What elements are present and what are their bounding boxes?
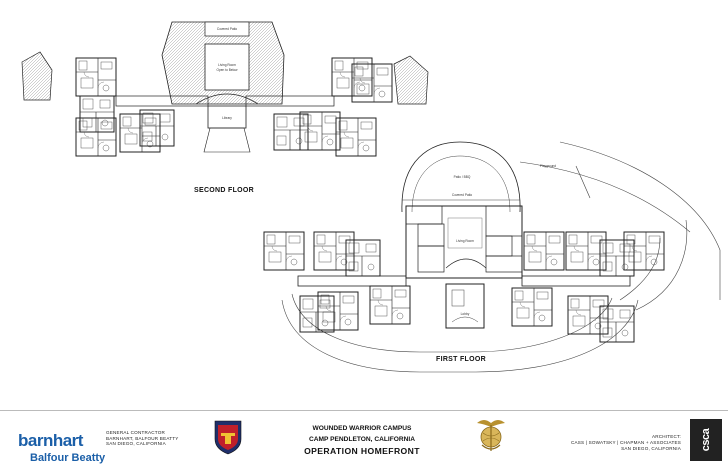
first-floor-plan [263,141,721,373]
first-floor-label: FIRST FLOOR [436,356,486,363]
svg-text:Open to Below: Open to Below [217,68,239,72]
second-floor-label: SECOND FLOOR [194,187,254,194]
project-program: OPERATION HOMEFRONT [304,446,420,456]
playground-label: Playground [540,164,556,168]
lobby-label: Lobby [461,312,470,316]
csca-logo: csca [690,419,722,461]
patio-bbq-label: Patio / BBQ [454,175,471,179]
living-room-open-label: Living Room [218,63,236,67]
covered-patio-label: Covered Patio [452,193,472,197]
usmc-eagle-globe-anchor-icon [477,420,505,451]
living-room-label: Living Room [456,239,474,243]
floor-plan-drawing: Covered Patio Living Room Open to Below … [21,21,721,373]
operation-homefront-emblem-icon [214,420,242,455]
barnhart-logo: barnhart [18,431,83,450]
second-floor-plan [21,21,429,157]
title-block: barnhart Balfour Beatty GENERAL CONTRACT… [0,410,728,472]
contractor-info: GENERAL CONTRACTOR BARNHART, BALFOUR BEA… [106,430,179,447]
covered-patio-top-label: Covered Patio [217,27,237,31]
balfour-beatty-logo: Balfour Beatty [30,452,106,464]
project-name-line-1: WOUNDED WARRIOR CAMPUS [312,425,412,432]
project-location: CAMP PENDLETON, CALIFORNIA [309,436,415,443]
architect-info: ARCHITECT: CASS | SOWATSKY | CHAPMAN + A… [570,434,681,451]
library-label: Library [222,116,232,120]
